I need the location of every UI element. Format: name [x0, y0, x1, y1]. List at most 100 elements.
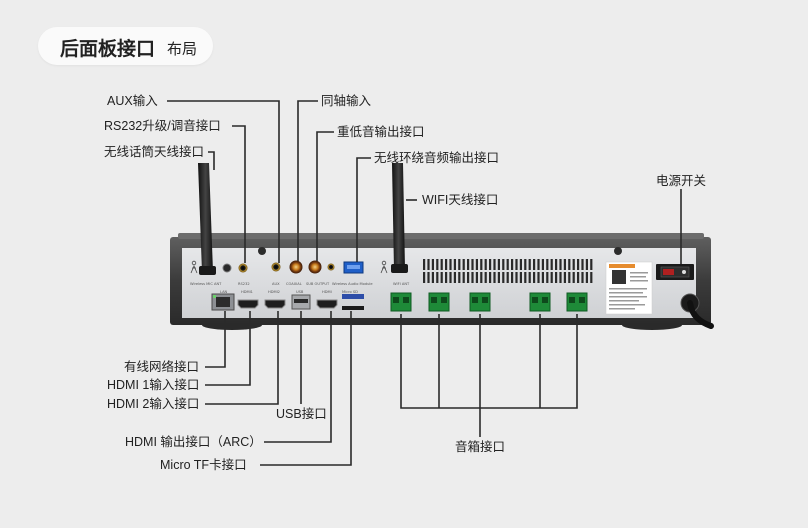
device-top-edge — [178, 233, 704, 239]
vent-slot — [506, 272, 509, 283]
label-hdmi-out: HDMI 输出接口（ARC） — [125, 435, 262, 449]
label-micro-tf: Micro TF卡接口 — [160, 458, 247, 472]
vent-slot — [427, 259, 430, 270]
micro-sd-badge — [342, 294, 364, 299]
label-lan: 有线网络接口 — [124, 360, 200, 374]
vent-slot — [458, 259, 461, 270]
label-rs232: RS232升级/调音接口 — [104, 119, 221, 133]
vent-slot — [533, 272, 536, 283]
vent-slot — [511, 259, 514, 270]
power-switch-indicator — [682, 270, 686, 274]
vent-slot — [550, 259, 553, 270]
coaxial-rca[interactable] — [289, 260, 303, 274]
wireless-mic-antenna-base — [199, 266, 216, 275]
speaker-terminals — [390, 292, 588, 312]
wireless-mic-jack[interactable] — [222, 263, 232, 273]
speaker-terminal[interactable] — [529, 292, 551, 312]
subwoofer-rca[interactable] — [308, 260, 322, 274]
wifi-antenna — [392, 163, 405, 270]
vent-slot — [533, 259, 536, 270]
vent-slot — [471, 272, 474, 283]
rs232-jack[interactable] — [238, 263, 248, 273]
label-wireless-surround: 无线环绕音频输出接口 — [374, 151, 500, 165]
vent-slot — [555, 272, 558, 283]
vent-slot — [563, 272, 566, 283]
vent-slot — [489, 259, 492, 270]
usb-tongue — [347, 265, 360, 269]
vent-slot — [568, 272, 571, 283]
power-switch[interactable] — [660, 266, 690, 278]
vent-slot — [445, 259, 448, 270]
vent-slot — [497, 272, 500, 283]
label-usb: USB接口 — [276, 407, 327, 421]
power-cable — [687, 300, 714, 329]
vent-slot — [458, 272, 461, 283]
label-subwoofer: 重低音输出接口 — [337, 125, 425, 139]
label-wifi: WIFI天线接口 — [422, 193, 499, 207]
vent-slot — [480, 272, 483, 283]
panel-label-hdmi1: HDMI1 — [241, 290, 253, 294]
panel-label-wireless-mic: Wireless MIC ANT — [190, 282, 222, 286]
vent-slot — [436, 259, 439, 270]
vent-slot — [546, 272, 549, 283]
vent-slot — [502, 259, 505, 270]
vent-slot — [497, 259, 500, 270]
label-speaker: 音箱接口 — [455, 440, 506, 454]
vent-slot — [577, 272, 580, 283]
sticker-header — [609, 264, 635, 268]
vent-slot — [484, 259, 487, 270]
hdmi2-port[interactable] — [264, 299, 286, 309]
lan-led — [213, 295, 216, 298]
panel-label-wifi: WIFI ANT — [393, 282, 410, 286]
vent-slot — [581, 259, 584, 270]
vent-slot — [462, 259, 465, 270]
panel-label-coaxial: COAXIAL — [286, 282, 302, 286]
vent-slot — [555, 259, 558, 270]
vent-slot — [537, 272, 540, 283]
panel-label-aux: AUX — [272, 282, 280, 286]
sticker-lines — [609, 272, 648, 310]
hdmi-out-port[interactable] — [316, 299, 338, 309]
label-wireless-mic: 无线话筒天线接口 — [104, 145, 205, 159]
vent-slot — [467, 259, 470, 270]
vent-slot — [475, 259, 478, 270]
label-power: 电源开关 — [656, 174, 707, 188]
vent-slot — [427, 272, 430, 283]
vent-slot — [423, 272, 426, 283]
label-hdmi2: HDMI 2输入接口 — [107, 397, 200, 411]
usb-slot — [294, 299, 308, 303]
ventilation-grille — [423, 259, 593, 283]
speaker-terminal[interactable] — [566, 292, 588, 312]
vent-slot — [524, 259, 527, 270]
vent-slot — [590, 259, 593, 270]
person-icon — [190, 260, 388, 274]
vent-slot — [423, 259, 426, 270]
label-aux: AUX输入 — [107, 94, 158, 108]
qr-code — [612, 270, 626, 284]
panel-label-hdmi-out: HDMI — [322, 290, 332, 294]
panel-label-sub: SUB OUTPUT — [306, 282, 330, 286]
vent-slot — [453, 259, 456, 270]
wireless-mic-antenna — [198, 163, 213, 272]
page-subtitle: 布局 — [167, 41, 198, 58]
panel-label-usb: USB — [296, 290, 304, 294]
title-pill — [38, 27, 213, 65]
speaker-terminal[interactable] — [390, 292, 412, 312]
micro-sd-slot[interactable] — [342, 306, 364, 310]
vent-slot — [493, 259, 496, 270]
speaker-terminal[interactable] — [428, 292, 450, 312]
speaker-terminal[interactable] — [469, 292, 491, 312]
vent-slot — [519, 259, 522, 270]
vent-slot — [559, 272, 562, 283]
hdmi1-port[interactable] — [237, 299, 259, 309]
vent-slot — [541, 272, 544, 283]
vent-slot — [431, 259, 434, 270]
vent-slot — [568, 259, 571, 270]
vent-slot — [453, 272, 456, 283]
vent-slot — [436, 272, 439, 283]
vent-slot — [590, 272, 593, 283]
vent-slot — [519, 272, 522, 283]
aux-jack[interactable] — [271, 262, 281, 272]
vent-slot — [445, 272, 448, 283]
leader-lines — [167, 100, 682, 466]
